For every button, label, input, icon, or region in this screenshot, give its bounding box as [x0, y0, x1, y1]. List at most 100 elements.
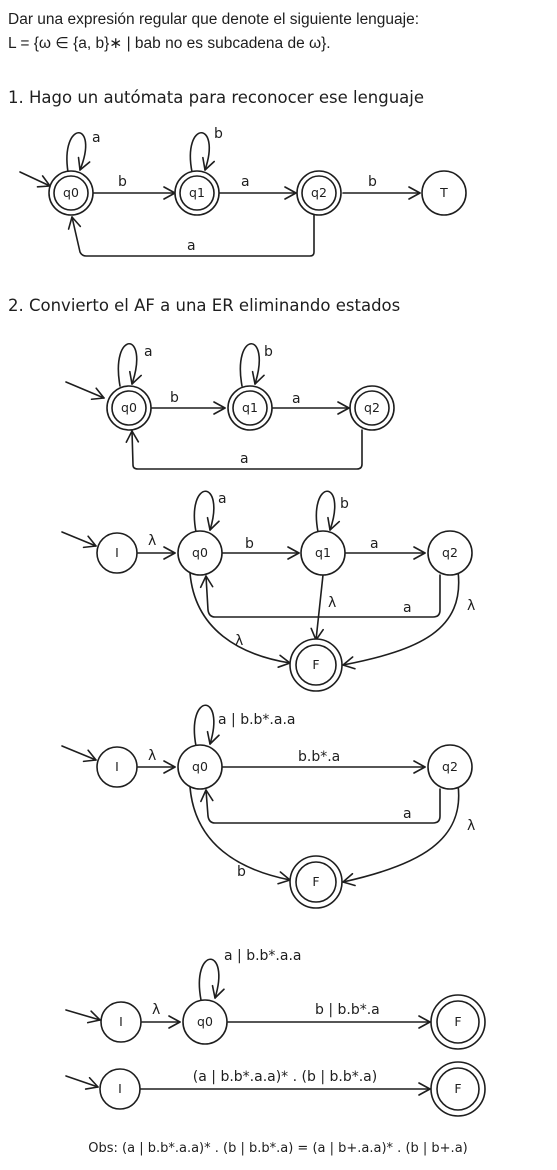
svg-text:F: F [454, 1081, 461, 1096]
svg-text:q0: q0 [197, 1014, 213, 1029]
svg-text:q0: q0 [192, 759, 208, 774]
state-q1-d3: q1 [300, 530, 346, 576]
svg-text:q2: q2 [442, 759, 458, 774]
start-arrow-d6 [65, 1075, 99, 1090]
svg-text:F: F [312, 657, 319, 672]
start-arrow-d4 [61, 745, 97, 763]
problem-line-1: Dar una expresión regular que denote el … [8, 11, 420, 28]
problem-statement: Dar una expresión regular que denote el … [8, 8, 419, 56]
problem-line-2: L = {ω ∈ {a, b}∗ | bab no es subcadena d… [8, 35, 331, 52]
edge-q0-F-d3 [189, 572, 291, 668]
diagram-4-q1-removed: λ a | b.b*.a.a b.b*.a a b λ I q0 q2 F [61, 704, 475, 909]
diagram-5-q2-removed: λ a | b.b*.a.a b | b.b*.a I q0 F [65, 948, 486, 1050]
loop-q1-d3 [315, 490, 341, 533]
edge-q2-q0-d4 [200, 788, 441, 824]
state-F-d5: F [430, 994, 486, 1050]
edge-q2-q0-label-d1: a [187, 238, 196, 254]
state-q2-d1: q2 [296, 170, 342, 216]
edge-q2-F-label-d3: λ [467, 598, 475, 614]
edge-q2-q0-d3 [199, 574, 441, 618]
diagram-3-gnfa: λ a b b a a λ λ λ I q0 q1 q2 [61, 490, 475, 692]
step-2-heading: 2. Convierto el AF a una ER eliminando e… [8, 296, 401, 315]
loop-q0-d1 [66, 132, 91, 173]
edge-I-q0-label-d3: λ [148, 533, 156, 549]
observation-note: Obs: (a | b.b*.a.a)* . (b | b.b*.a) = (a… [88, 1141, 467, 1156]
edge-q2-q0-label-d4: a [403, 806, 412, 822]
state-q2-d4: q2 [427, 744, 473, 790]
loop-q0-label-d4: a | b.b*.a.a [218, 712, 295, 728]
edge-q2-q0-d2 [125, 429, 363, 470]
diagram-2-dfa-no-trap: a b b a a q0 q1 q2 [65, 343, 395, 470]
state-q0-d5: q0 [182, 999, 228, 1045]
state-I-d6: I [99, 1068, 141, 1110]
svg-text:q1: q1 [189, 185, 205, 200]
state-q2-d2: q2 [349, 385, 395, 431]
loop-q0-d4 [193, 704, 220, 747]
state-trap-d1: T [421, 170, 467, 216]
loop-q1-label-d1: b [214, 126, 223, 142]
edge-q0-q1-label-d3: b [245, 536, 254, 552]
svg-text:I: I [115, 759, 119, 774]
loop-q1-label-d3: b [340, 496, 349, 512]
start-arrow-d1 [19, 171, 51, 188]
loop-q0-label-d5: a | b.b*.a.a [224, 948, 301, 964]
svg-text:F: F [454, 1014, 461, 1029]
svg-text:F: F [312, 874, 319, 889]
state-F-d3: F [289, 638, 343, 692]
edge-q0-q2-label-d4: b.b*.a [298, 749, 340, 765]
edge-q0-q1-label-d1: b [118, 174, 127, 190]
svg-text:T: T [439, 185, 448, 200]
loop-q1-label-d2: b [264, 344, 273, 360]
svg-text:I: I [119, 1014, 123, 1029]
svg-text:q2: q2 [364, 400, 380, 415]
state-q2-d3: q2 [427, 530, 473, 576]
edge-q2-F-d3 [342, 570, 460, 670]
svg-text:q0: q0 [192, 545, 208, 560]
loop-q0-d5 [198, 958, 225, 1001]
state-q0-d4: q0 [177, 744, 223, 790]
state-F-d4: F [289, 855, 343, 909]
edge-q1-q2-label-d2: a [292, 391, 301, 407]
state-q1-d2: q1 [227, 385, 273, 431]
edge-q1-q2-label-d1: a [241, 174, 250, 190]
svg-text:q2: q2 [442, 545, 458, 560]
edge-q1-q2-label-d3: a [370, 536, 379, 552]
state-I-d3: I [96, 532, 138, 574]
edge-q0-F-label-d3: λ [235, 633, 243, 649]
loop-q0-d3 [193, 490, 220, 533]
edge-q2-F-label-d4: λ [467, 818, 475, 834]
edge-q2-q0-label-d3: a [403, 600, 412, 616]
svg-text:q0: q0 [63, 185, 79, 200]
loop-q0-label-d1: a [92, 130, 101, 146]
diagram-1-dfa: a b b a b a q0 q1 q2 T [19, 126, 467, 257]
state-q0-d3: q0 [177, 530, 223, 576]
state-q1-d1: q1 [174, 170, 220, 216]
svg-text:q1: q1 [242, 400, 258, 415]
step-1-heading: 1. Hago un autómata para reconocer ese l… [8, 88, 425, 107]
loop-q0-d2 [117, 343, 142, 387]
edge-q0-F-label-d4: b [237, 864, 246, 880]
loop-q0-label-d3: a [218, 491, 227, 507]
edge-q2-F-d4 [342, 784, 460, 887]
svg-text:I: I [118, 1081, 122, 1096]
edge-I-F-label-d6: (a | b.b*.a.a)* . (b | b.b*.a) [193, 1069, 377, 1085]
edge-I-q0-label-d5: λ [152, 1002, 160, 1018]
edge-q2-trap-label-d1: b [368, 174, 377, 190]
diagram-6-final-regex: (a | b.b*.a.a)* . (b | b.b*.a) I F [65, 1061, 486, 1117]
svg-text:q1: q1 [315, 545, 331, 560]
edge-q0-F-d4 [189, 786, 291, 885]
state-q0-d1: q0 [48, 170, 94, 216]
edge-q0-F-label-d5: b | b.b*.a [315, 1002, 380, 1018]
svg-text:q2: q2 [311, 185, 327, 200]
edge-q1-F-d3 [310, 574, 324, 641]
loop-q1-d2 [239, 343, 265, 387]
svg-text:I: I [115, 545, 119, 560]
start-arrow-d5 [65, 1009, 101, 1024]
state-I-d5: I [100, 1001, 142, 1043]
svg-text:q0: q0 [121, 400, 137, 415]
edge-q0-q1-label-d2: b [170, 390, 179, 406]
state-I-d4: I [96, 746, 138, 788]
start-arrow-d3 [61, 531, 97, 549]
state-q0-d2: q0 [106, 385, 152, 431]
